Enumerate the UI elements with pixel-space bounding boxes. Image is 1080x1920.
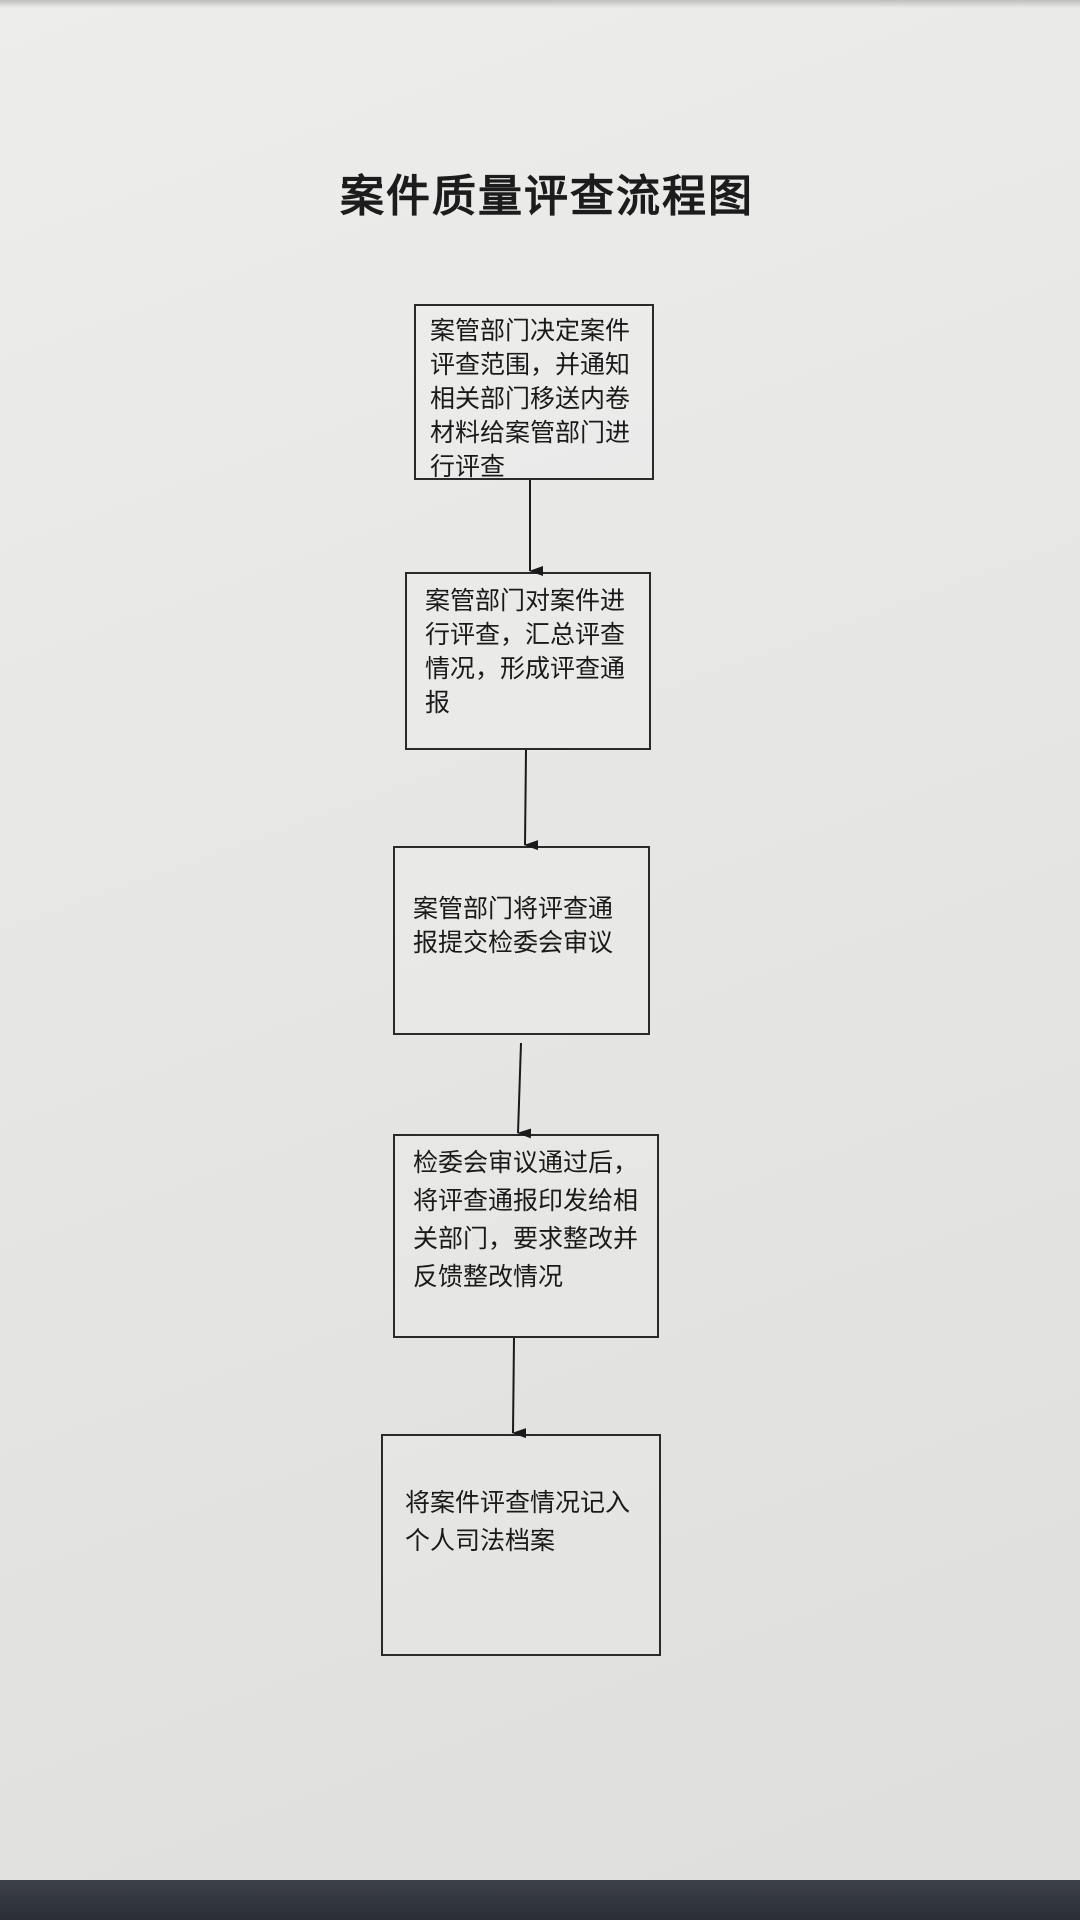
- flow-step-4-label: 检委会审议通过后，将评查通报印发给相关部门，要求整改并反馈整改情况: [413, 1148, 639, 1291]
- flow-step-4: [393, 1134, 659, 1338]
- flow-arrow-4: [512, 1337, 527, 1439]
- flow-step-5-label: 将案件评查情况记入个人司法档案: [405, 1488, 631, 1555]
- flow-arrow-3: [517, 1042, 532, 1139]
- flow-step-1-label: 案管部门决定案件评查范围，并通知相关部门移送内卷材料给案管部门进行评查: [430, 316, 631, 481]
- flow-step-2-label: 案管部门对案件进行评查，汇总评查情况，形成评查通报: [425, 586, 626, 717]
- paper-top-edge: [0, 0, 1080, 8]
- flow-step-1: [414, 304, 654, 480]
- flow-step-3: [393, 846, 650, 1035]
- flow-step-3-label: 案管部门将评查通报提交检委会审议: [413, 894, 614, 957]
- flow-arrow-2: [524, 749, 539, 851]
- desk-background: [0, 1880, 1080, 1920]
- page-title: 案件质量评查流程图: [340, 171, 754, 222]
- flow-step-2: [405, 572, 651, 750]
